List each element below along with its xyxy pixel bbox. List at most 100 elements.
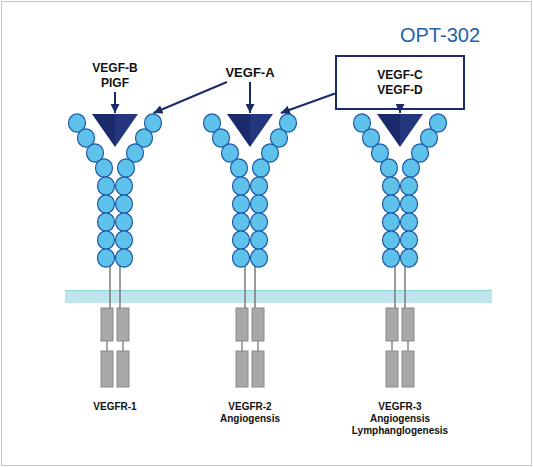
ig-domain	[116, 249, 133, 267]
ig-domain	[251, 195, 268, 213]
ig-domain	[401, 213, 418, 231]
ig-domain	[96, 159, 113, 177]
ligand-triangle	[92, 114, 115, 147]
ligand-name: VEGF-A	[225, 65, 274, 81]
ig-domain	[401, 195, 418, 213]
ig-domain	[116, 231, 133, 249]
ig-domain	[233, 177, 250, 195]
ig-domain	[401, 231, 418, 249]
kinase-domain	[236, 308, 248, 341]
receptor-label: VEGFR-3Angiogensis Lymphanglogenesis	[335, 401, 465, 437]
receptor-shape	[60, 113, 170, 438]
kinase-domain	[117, 308, 129, 341]
transmembrane-line	[244, 263, 246, 309]
receptor-label: VEGFR-1	[50, 401, 180, 413]
ligand-triangle	[115, 114, 138, 147]
ligand-name: VEGF-B PlGF	[85, 61, 145, 91]
kinase-link	[106, 341, 108, 351]
ig-domain	[116, 177, 133, 195]
cell-membrane	[65, 290, 492, 303]
ig-domain	[383, 213, 400, 231]
binding-arrow	[281, 94, 335, 114]
ig-domain	[401, 249, 418, 267]
ig-domain	[383, 249, 400, 267]
kinase-domain	[101, 308, 113, 341]
ig-domain	[98, 213, 115, 231]
kinase-domain	[402, 351, 414, 387]
ig-domain	[383, 177, 400, 195]
receptor-label: VEGFR-2Angiogensis	[185, 401, 315, 425]
binding-arrow	[114, 92, 116, 113]
ig-domain	[381, 159, 398, 177]
receptor-node: VEGFR-1	[60, 113, 170, 438]
kinase-domain	[252, 308, 264, 341]
ig-domain	[253, 159, 270, 177]
transmembrane-line	[404, 263, 406, 309]
kinase-domain	[236, 351, 248, 387]
receptor-shape	[345, 113, 455, 438]
kinase-link	[241, 341, 243, 351]
membrane-edge	[65, 290, 492, 291]
receptor-node: VEGFR-3Angiogensis Lymphanglogenesis	[345, 113, 455, 438]
ig-domain	[233, 249, 250, 267]
receptor-name: VEGFR-2	[200, 401, 300, 413]
text-holder: VEGF-A	[217, 64, 283, 82]
ligand-triangle	[400, 114, 423, 147]
kinase-domain	[101, 351, 113, 387]
ligand-box: VEGF-C VEGF-D	[335, 55, 465, 110]
kinase-link	[407, 341, 409, 351]
ig-domain	[116, 213, 133, 231]
ligand-name: VEGF-C VEGF-D	[368, 68, 432, 98]
kinase-link	[122, 341, 124, 351]
ig-domain	[116, 195, 133, 213]
binding-arrow	[399, 110, 401, 113]
transmembrane-line	[394, 263, 396, 309]
ig-domain	[98, 249, 115, 267]
kinase-domain	[252, 351, 264, 387]
ig-domain	[233, 231, 250, 249]
ig-domain	[401, 177, 418, 195]
receptor-name: VEGFR-1	[65, 401, 165, 413]
ig-domain	[233, 213, 250, 231]
receptor-name: VEGFR-3	[350, 401, 450, 413]
receptor-shape	[195, 113, 305, 438]
ig-domain	[251, 213, 268, 231]
transmembrane-line	[254, 263, 256, 309]
ligand-triangle	[377, 114, 400, 147]
ig-domain	[403, 159, 420, 177]
ig-domain	[233, 195, 250, 213]
ig-domain	[251, 249, 268, 267]
text-holder: VEGF-B PlGF	[85, 60, 145, 92]
transmembrane-line	[109, 263, 111, 309]
text-holder: VEGF-C VEGF-D	[337, 57, 463, 108]
ig-domain	[98, 195, 115, 213]
ligand-label: VEGF-B PlGF	[85, 60, 145, 92]
ligand-triangle	[250, 114, 273, 147]
ig-domain	[98, 177, 115, 195]
kinase-domain	[402, 308, 414, 341]
ig-domain	[231, 159, 248, 177]
receptor-node: VEGFR-2Angiogensis	[195, 113, 305, 438]
ligand-label: VEGF-A	[217, 64, 283, 82]
transmembrane-line	[119, 263, 121, 309]
ig-domain	[98, 231, 115, 249]
kinase-domain	[117, 351, 129, 387]
kinase-domain	[386, 308, 398, 341]
kinase-domain	[386, 351, 398, 387]
kinase-link	[257, 341, 259, 351]
ig-domain	[251, 177, 268, 195]
ig-domain	[383, 195, 400, 213]
receptor-function: Angiogensis Lymphanglogenesis	[350, 413, 450, 437]
ligand-triangle	[227, 114, 250, 147]
kinase-link	[391, 341, 393, 351]
binding-arrow	[249, 82, 251, 113]
binding-arrow	[154, 82, 227, 113]
ig-domain	[383, 231, 400, 249]
ig-domain	[118, 159, 135, 177]
